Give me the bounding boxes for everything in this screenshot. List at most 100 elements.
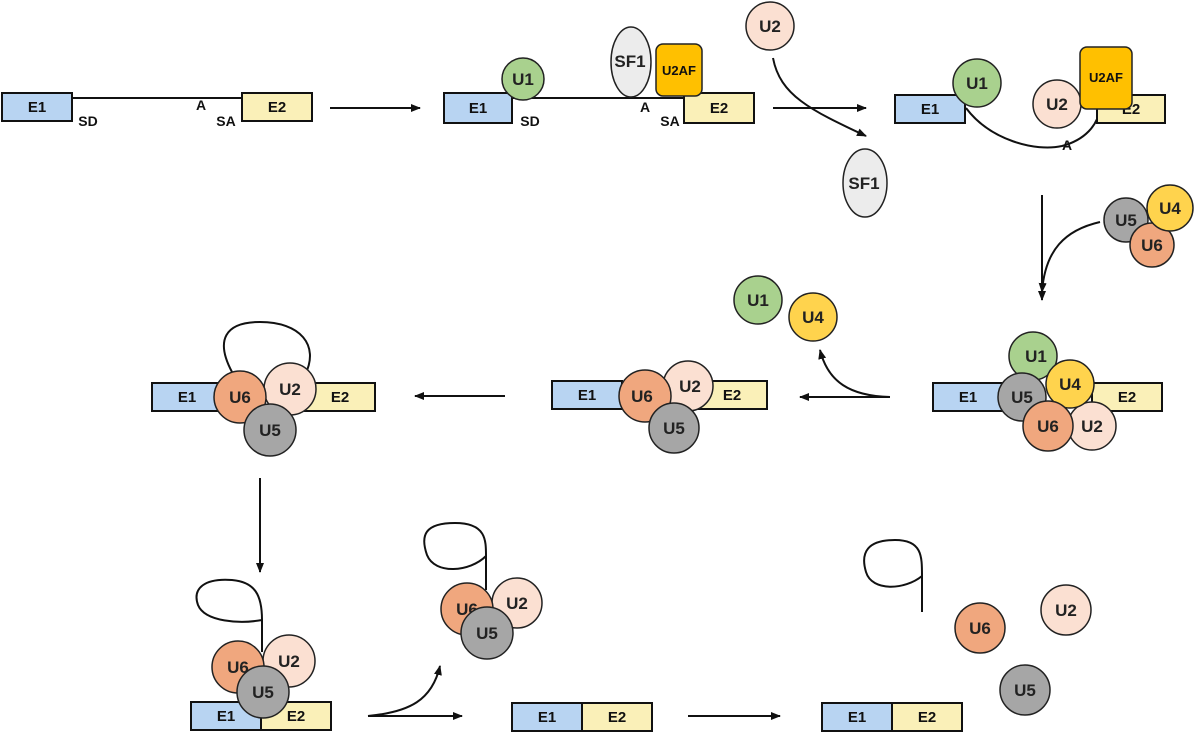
u1-released (733, 275, 783, 325)
exon-e2-label: E2 (268, 99, 286, 116)
sf1-released (842, 148, 888, 218)
free-lariat (863, 538, 923, 612)
u2af-protein (1079, 46, 1133, 110)
u1-label: U1 (1025, 347, 1047, 366)
u5-label: U5 (259, 421, 281, 440)
u6-label: U6 (969, 619, 991, 638)
tri-snrnp-incoming: U5 U6 U4 (1103, 184, 1194, 268)
u2-label: U2 (759, 17, 781, 36)
u5-snrnp (236, 665, 290, 719)
exon-e2 (241, 92, 313, 122)
sf1-protein (610, 26, 652, 98)
u5-label: U5 (1115, 211, 1137, 230)
exon-e1 (821, 702, 893, 732)
stage-b-complex: E1 E2 U1 U2 U5 U4 U6 (932, 331, 1163, 452)
exon-e1-label: E1 (178, 389, 196, 406)
stage-a-complex: E1 E2 A U1 U2 U2AF (894, 46, 1166, 153)
u4-snrnp (1146, 184, 1194, 232)
u1-snrnp (501, 57, 545, 101)
branch-point-label: A (196, 97, 206, 113)
stage-post-catalytic: E1 E2 U2 U6 U5 (190, 578, 332, 731)
u1-label: U1 (747, 291, 769, 310)
lariat-loop (222, 320, 311, 376)
exon-e1-label: E1 (217, 708, 235, 725)
u6-snrnp (1022, 400, 1074, 452)
arrow-lariat-release (367, 665, 442, 717)
u5-snrnp (648, 402, 700, 454)
u5-label: U5 (476, 624, 498, 643)
exon-e2-label: E2 (1118, 389, 1136, 406)
u2-label: U2 (278, 652, 300, 671)
exon-e2-label: E2 (331, 389, 349, 406)
exon-e1 (551, 380, 623, 410)
arrow-u2-entry (772, 57, 867, 137)
splice-donor-label: SD (78, 113, 97, 129)
u6-label: U6 (1037, 417, 1059, 436)
u1-snrnp (952, 58, 1002, 108)
exon-e2 (683, 92, 755, 124)
exon-e2-label: E2 (710, 100, 728, 117)
u4-released (788, 292, 838, 342)
exon-e1 (1, 92, 73, 122)
u2-snrnp-incoming (745, 1, 795, 51)
exon-e2 (891, 702, 963, 732)
u2-label: U2 (1046, 95, 1068, 114)
u6-label: U6 (1141, 236, 1163, 255)
arrow-tri-snrnp-entry (1038, 221, 1101, 293)
branch-point-label: A (1062, 137, 1072, 153)
stage-e-complex: E1 E2 SD SA A U1 SF1 U2AF (443, 26, 755, 129)
exon-e1-label: E1 (921, 101, 939, 118)
exon-e1 (932, 382, 1004, 412)
intron-loop (965, 107, 1101, 149)
exon-e1-label: E1 (469, 100, 487, 117)
u2af-label: U2AF (1089, 70, 1123, 85)
exon-e2-label: E2 (723, 387, 741, 404)
u2-free (1040, 584, 1092, 636)
exon-e1-label: E1 (848, 709, 866, 726)
lariat-loop (195, 578, 263, 652)
u4-label: U4 (1059, 375, 1081, 394)
u2-label: U2 (279, 380, 301, 399)
exon-e2 (581, 702, 653, 732)
u4-label: U4 (1159, 199, 1181, 218)
lariat-loop (423, 521, 487, 590)
branch-point-label: A (640, 99, 650, 115)
spliced-mrna-1: E1 E2 (511, 702, 653, 732)
exon-e1 (894, 94, 966, 124)
u2af-protein (655, 43, 703, 97)
u6-free (954, 602, 1006, 654)
exon-e2-label: E2 (287, 708, 305, 725)
u5-label: U5 (663, 419, 685, 438)
splice-acceptor-label: SA (216, 113, 235, 129)
u2-label: U2 (1081, 417, 1103, 436)
stage-pre-mrna: E1 E2 SD SA A (1, 92, 313, 129)
u2af-label: U2AF (662, 63, 696, 78)
u1-label: U1 (966, 74, 988, 93)
u1-label: U1 (512, 70, 534, 89)
u6-label: U6 (227, 658, 249, 677)
exon-e1-label: E1 (538, 709, 556, 726)
sf1-label: SF1 (614, 52, 645, 71)
stage-b-activated: E1 E2 U2 U6 U5 (551, 360, 768, 454)
exon-e1 (443, 92, 513, 124)
sf1-label: SF1 (848, 174, 879, 193)
exon-e2-label: E2 (918, 709, 936, 726)
u4-snrnp (1045, 359, 1095, 409)
exon-e1-label: E1 (959, 389, 977, 406)
u5-label: U5 (252, 683, 274, 702)
u6-label: U6 (229, 388, 251, 407)
u6-label: U6 (631, 387, 653, 406)
exon-e1-label: E1 (28, 99, 46, 116)
u4-label: U4 (802, 308, 824, 327)
u5-label: U5 (1011, 388, 1033, 407)
spliced-mrna-2: E1 E2 (821, 702, 963, 732)
u5-snrnp (460, 606, 514, 660)
u5-label: U5 (1014, 681, 1036, 700)
stage-c-complex: E1 E2 U2 U6 U5 (151, 320, 376, 457)
splice-acceptor-label: SA (660, 113, 679, 129)
u2-label: U2 (1055, 601, 1077, 620)
u2-label: U2 (679, 377, 701, 396)
u5-free (999, 664, 1051, 716)
splice-donor-label: SD (520, 113, 539, 129)
